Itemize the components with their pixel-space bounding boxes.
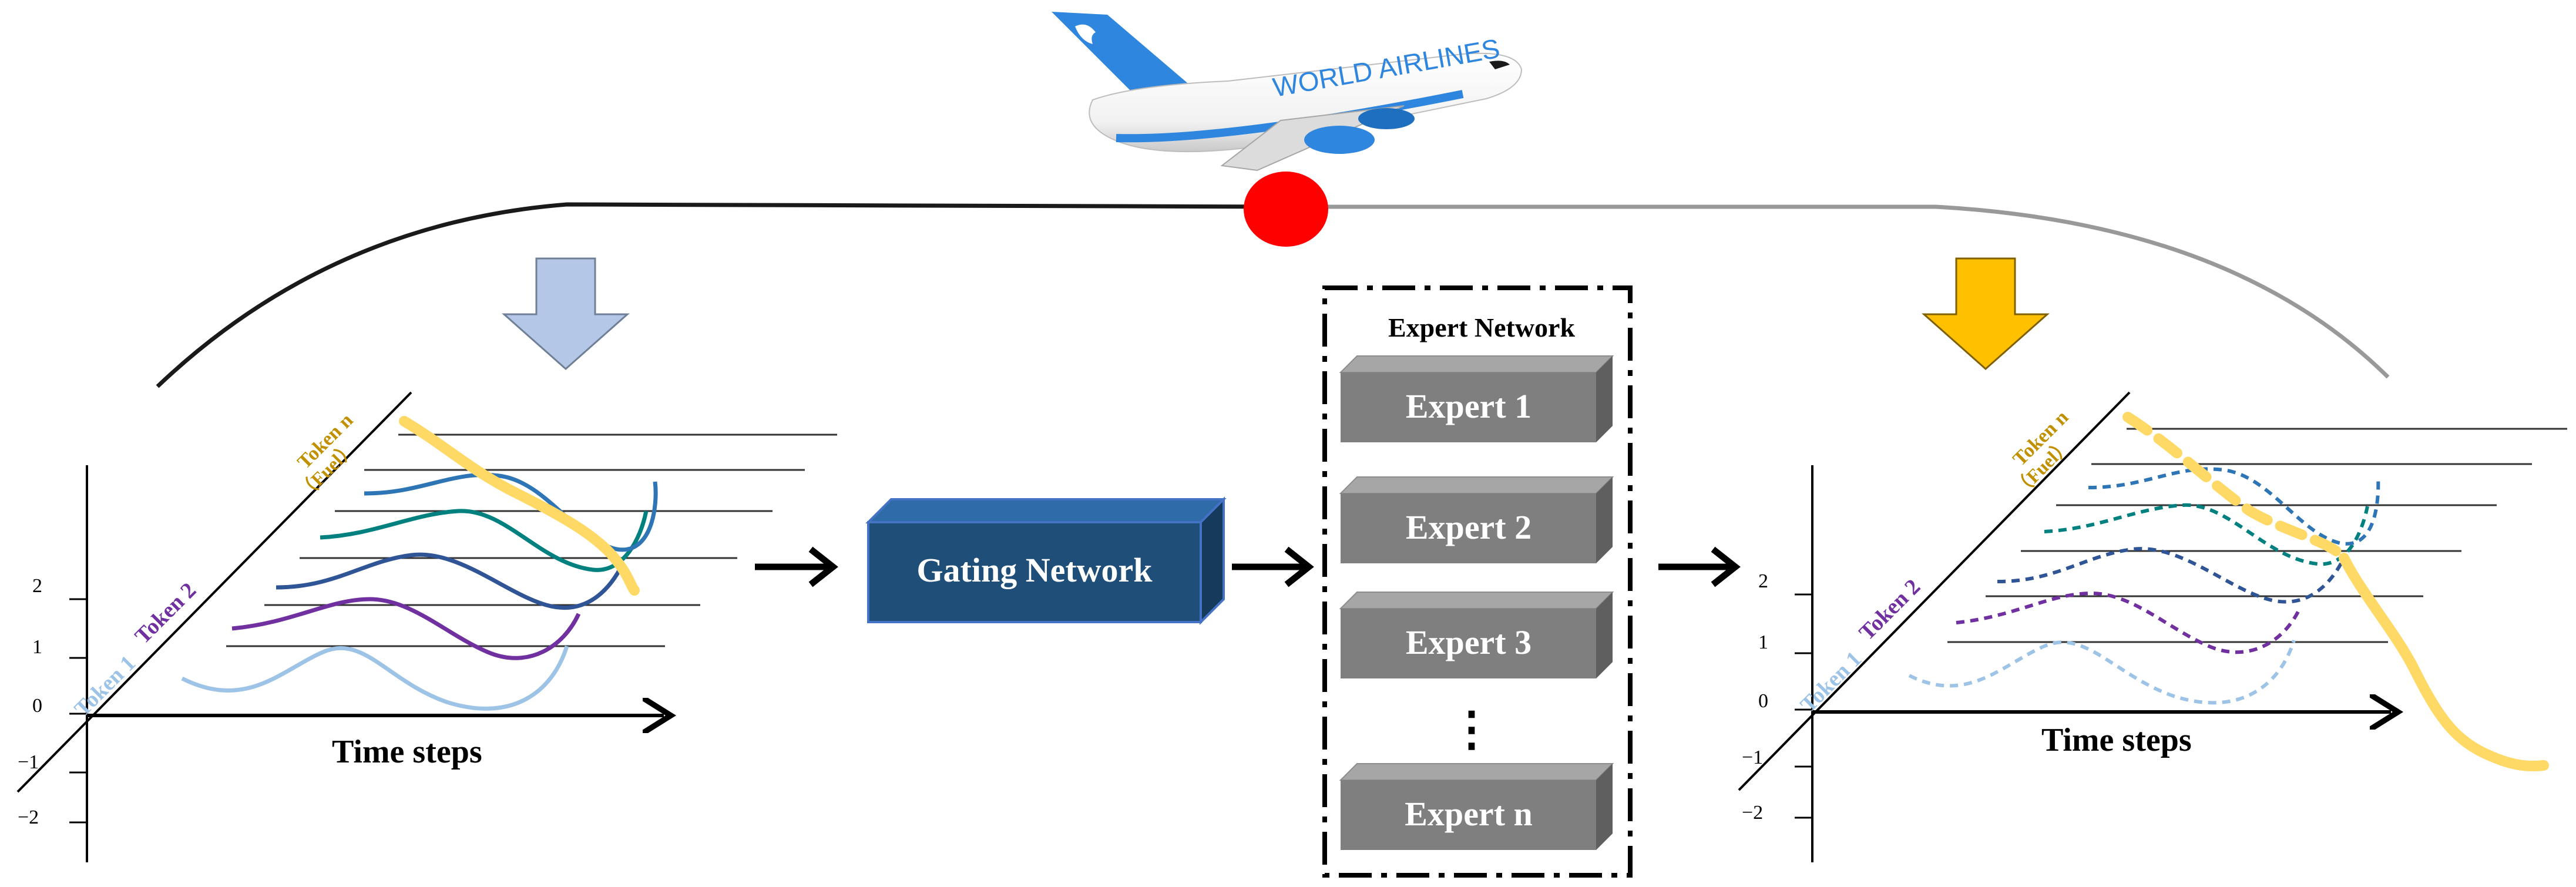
token-series-line — [1908, 640, 2296, 705]
token-series — [181, 472, 658, 711]
flow-arrow — [755, 546, 838, 587]
fuel-series-line — [399, 416, 640, 596]
experts-ellipsis: ⋮ — [1448, 704, 1495, 755]
expert-box: Expert n — [1339, 763, 1614, 850]
expert-box: Expert 2 — [1339, 476, 1614, 563]
token-series-line — [1997, 547, 2346, 604]
gating-network-box: Gating Network — [865, 496, 1227, 625]
gating-box-front — [867, 521, 1202, 623]
token-series-line — [276, 552, 625, 610]
input-down-arrow — [502, 257, 630, 371]
expert-network-frame — [1322, 285, 1633, 878]
y-tick-label: −1 — [1742, 747, 1763, 768]
y-tick-label: 2 — [32, 575, 42, 597]
token-series-line — [1956, 591, 2302, 654]
expert-network-title: Expert Network — [1388, 313, 1576, 342]
flight-path-past — [156, 202, 1290, 388]
flight-path-future — [1289, 204, 2390, 379]
expert-network: Expert Network Expert 1 Expert 2 Expert … — [1322, 285, 1633, 878]
y-tick-label: 1 — [1758, 631, 1768, 653]
tail-bird-logo — [1075, 24, 1096, 44]
gating-network-label: Gating Network — [916, 551, 1153, 589]
token-series — [1908, 467, 2380, 705]
flow-arrow — [1658, 546, 1741, 587]
y-tick-label: 1 — [32, 636, 42, 658]
flight-trajectory — [156, 172, 2390, 388]
expert-box: Expert 1 — [1339, 355, 1614, 442]
time-axis-label: Time steps — [332, 734, 482, 770]
airplane-image: WORLD AIRLINES — [1052, 12, 1523, 172]
engine-right — [1358, 108, 1415, 129]
token-series-line — [231, 597, 581, 660]
token-series-line — [320, 509, 649, 572]
output-time-series-panel: 2 1 0 −1 −2 Token 1 Token 2 Token n （Fue… — [1738, 391, 2567, 862]
fuel-series-forecast — [2339, 553, 2549, 772]
y-tick-label: 0 — [32, 695, 42, 717]
fuselage — [1089, 52, 1523, 153]
gating-box-top — [865, 498, 1227, 523]
expert-label: Expert 2 — [1406, 508, 1532, 546]
token-series-line — [181, 645, 569, 711]
token-1-label: Token 1 — [1796, 647, 1867, 718]
flow-arrow — [1232, 546, 1314, 587]
y-tick-label: −2 — [1742, 802, 1763, 824]
token-series-line — [2088, 467, 2380, 546]
expert-label: Expert 1 — [1406, 387, 1532, 425]
expert-label: Expert n — [1405, 795, 1533, 833]
token-2-label: Token 2 — [130, 578, 201, 649]
expert-label: Expert 3 — [1406, 623, 1532, 661]
token-1-label: Token 1 — [70, 651, 141, 722]
gating-box-side — [1200, 496, 1225, 625]
token-axis — [1738, 391, 2131, 791]
output-down-arrow — [1922, 257, 2050, 371]
y-tick-label: −1 — [18, 751, 39, 773]
time-axis-label: Time steps — [2041, 722, 2192, 758]
y-tick-label: 2 — [1758, 570, 1768, 592]
y-tick-label: −2 — [18, 807, 39, 828]
expert-box: Expert 3 — [1339, 592, 1614, 678]
current-position-marker — [1244, 172, 1328, 247]
flow-arrows — [755, 546, 1741, 587]
engine-left — [1304, 126, 1375, 154]
y-axis-ticks — [69, 598, 87, 824]
cockpit-window — [1489, 61, 1510, 69]
token-axis — [16, 391, 412, 793]
y-tick-label: 0 — [1758, 690, 1768, 712]
token-series-line — [364, 472, 658, 552]
y-axis-ticks — [1795, 593, 1812, 819]
token-series-line — [2044, 503, 2369, 566]
fuel-series-history — [2122, 412, 2346, 560]
input-time-series-panel: 2 1 0 −1 −2 Token 1 Token 2 Token n （Fue… — [16, 391, 837, 862]
